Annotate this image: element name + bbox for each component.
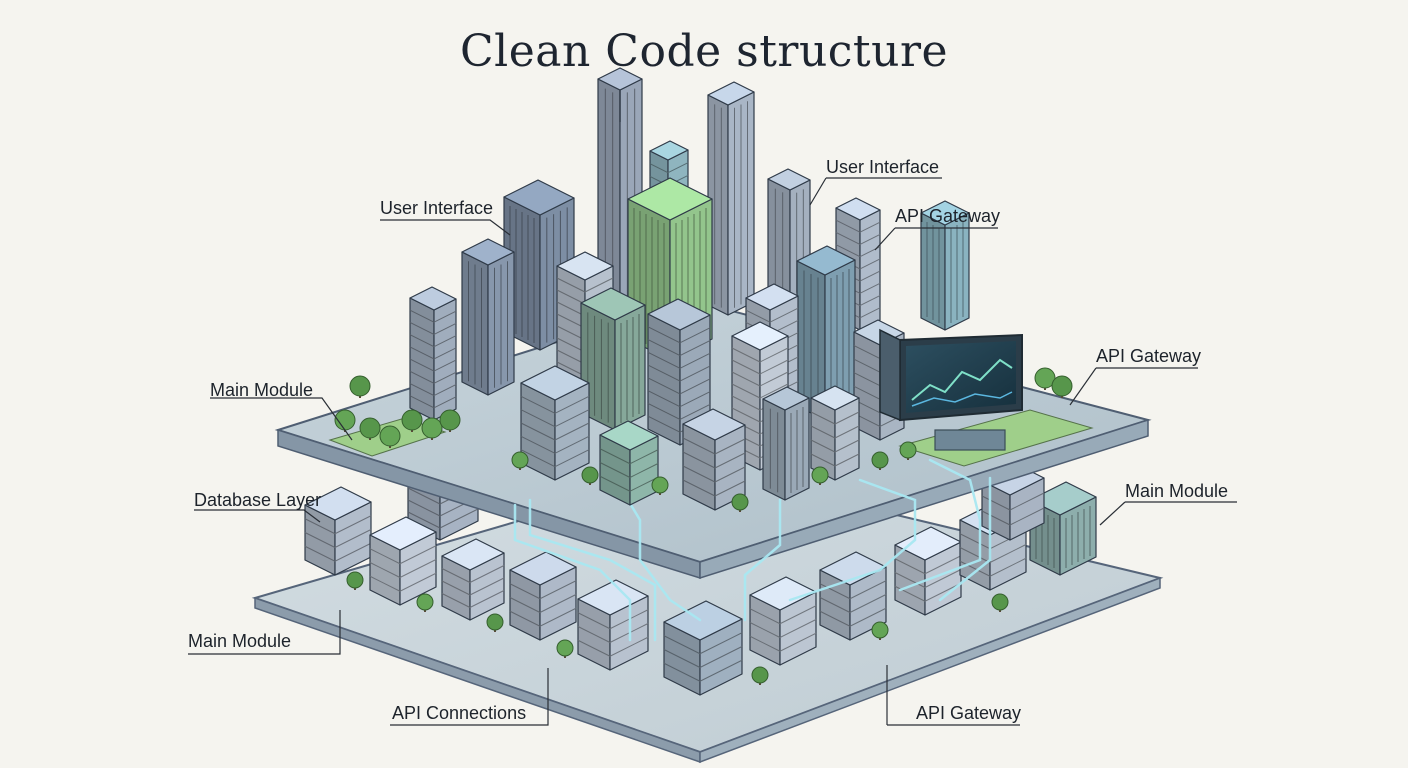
tree xyxy=(421,417,443,440)
tree xyxy=(416,593,434,612)
label-leader-lines xyxy=(188,177,1237,726)
api-connection-lines xyxy=(513,458,992,642)
trees xyxy=(334,367,1073,685)
tree xyxy=(581,466,599,485)
tower-front-e xyxy=(762,386,810,501)
block-left-2 xyxy=(369,516,437,606)
tower-center-b xyxy=(647,298,711,446)
bottom-buildings xyxy=(304,456,1097,696)
tower-teal-tall xyxy=(796,245,856,421)
label-user-interface-left: User Interface xyxy=(380,198,494,218)
tower-needle xyxy=(707,81,755,316)
tower-front-c xyxy=(682,408,746,511)
tree xyxy=(1034,367,1056,390)
label-main-module-bottom: Main Module xyxy=(188,631,292,651)
tree xyxy=(731,493,749,512)
label-database-layer: Database Layer xyxy=(194,490,322,510)
tree xyxy=(349,375,371,398)
block-mid-2 xyxy=(577,579,649,671)
top-skyline xyxy=(409,67,970,511)
tree xyxy=(401,409,423,432)
tower-left-mid xyxy=(461,238,515,396)
block-front xyxy=(663,600,743,696)
block-mid-1 xyxy=(509,551,577,641)
block-left-3 xyxy=(441,538,505,621)
tower-left-slim xyxy=(409,286,457,421)
tree xyxy=(871,451,889,470)
tower-front-d xyxy=(810,385,860,481)
tower-center-green xyxy=(580,287,646,431)
label-user-interface-right: User Interface xyxy=(826,157,940,177)
tower-front-a xyxy=(520,365,590,481)
tree xyxy=(346,571,364,590)
label-api-gateway-top: API Gateway xyxy=(895,206,1001,226)
tree xyxy=(379,425,401,448)
block-right-3 xyxy=(894,526,962,616)
tower-teal-right xyxy=(920,200,970,331)
tree xyxy=(811,466,829,485)
label-api-gateway-bottom: API Gateway xyxy=(916,703,1022,723)
tree xyxy=(899,441,917,460)
label-api-gateway-mid: API Gateway xyxy=(1096,346,1202,366)
label-api-connections: API Connections xyxy=(392,703,527,723)
tree xyxy=(439,409,461,432)
tree xyxy=(751,666,769,685)
tree xyxy=(871,621,889,640)
dashboard-monitor xyxy=(879,328,1023,451)
tree xyxy=(359,417,381,440)
tree xyxy=(511,451,529,470)
label-main-module-left: Main Module xyxy=(210,380,314,400)
block-right-1 xyxy=(749,576,817,666)
block-left-1 xyxy=(304,486,372,576)
tree xyxy=(991,593,1009,612)
block-right-2 xyxy=(819,551,887,641)
tree xyxy=(1051,375,1073,398)
tower-front-green xyxy=(599,420,659,506)
tree xyxy=(556,639,574,658)
tree xyxy=(651,476,669,495)
diagram-title: Clean Code structure xyxy=(459,26,949,77)
tree xyxy=(486,613,504,632)
label-main-module-right: Main Module xyxy=(1125,481,1229,501)
